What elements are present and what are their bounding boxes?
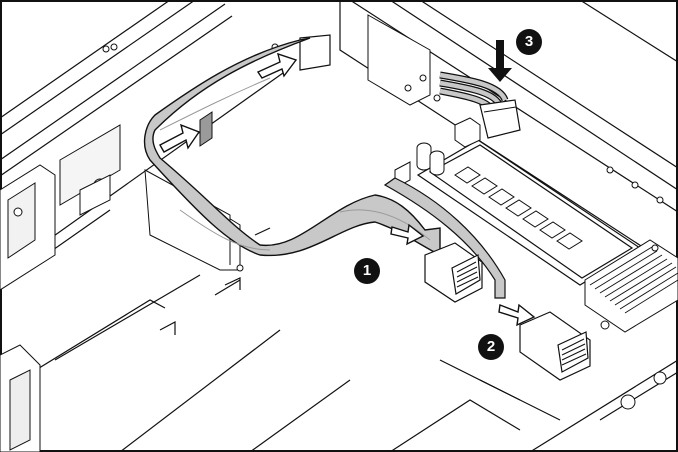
chassis-right-wall (339, 0, 678, 271)
right-arrow-icon (159, 123, 201, 153)
callout-3: 3 (516, 29, 542, 55)
memory-module (416, 139, 642, 286)
heatsink (584, 239, 678, 410)
board-components (394, 117, 664, 252)
riser-bracket-upper (367, 14, 441, 106)
direction-arrows (159, 52, 536, 327)
connector-1 (424, 242, 483, 303)
power-cable (439, 71, 521, 139)
connector-2 (519, 311, 591, 381)
callout-1: 1 (354, 258, 380, 284)
callout-2: 2 (478, 334, 504, 360)
right-arrow-icon (390, 223, 425, 246)
right-arrow-icon (498, 303, 536, 327)
left-fan-bracket (0, 344, 41, 452)
right-arrow-icon (256, 52, 298, 79)
down-arrow-icon (488, 40, 512, 82)
ribbon-cable (143, 34, 506, 299)
left-drive-bay (0, 43, 279, 291)
